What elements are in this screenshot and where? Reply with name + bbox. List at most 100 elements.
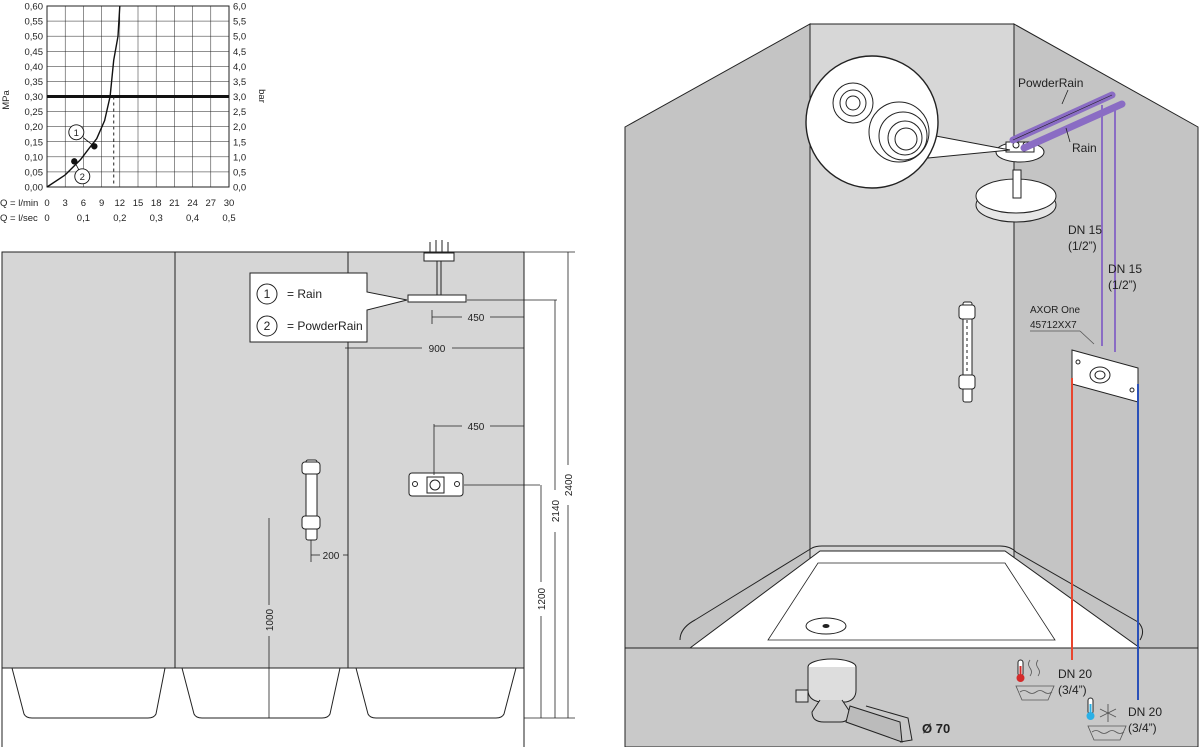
chart-y-ticks-bar: 6,0 5,5 5,0 4,5 4,0 3,5 3,0 2,5 2,0 1,5 1,0 0,5 0,0 bbox=[233, 2, 246, 194]
drain-diameter: Ø 70 bbox=[922, 721, 950, 736]
chart-y-tick-bar: 0,0 bbox=[233, 183, 246, 194]
wall-bar-iso bbox=[958, 301, 976, 403]
dim-2140: 2140 bbox=[551, 499, 562, 522]
chart-y-tick-bar: 1,0 bbox=[233, 152, 246, 163]
dim-1200: 1200 bbox=[537, 587, 548, 610]
left-wall bbox=[624, 23, 811, 649]
cold-water-icon bbox=[1086, 697, 1127, 741]
chart-y-tick-bar: 1,5 bbox=[233, 137, 246, 148]
pipe-label-rain: Rain bbox=[1072, 141, 1097, 155]
chart-x-label-lmin: Q = l/min bbox=[0, 198, 38, 209]
dim-900: 900 bbox=[429, 344, 446, 355]
chart-marker-leader bbox=[73, 161, 80, 171]
chart-x-tick-lsec: 0,4 bbox=[186, 213, 199, 224]
chart-y-tick-mpa: 0,60 bbox=[25, 2, 44, 13]
dn20-cold-inch: (3/4”) bbox=[1128, 721, 1157, 735]
chart-legend: 1 = Rain 2 = PowderRain bbox=[249, 272, 408, 343]
chart-y-tick-bar: 0,5 bbox=[233, 167, 246, 178]
hot-water-icon bbox=[1015, 659, 1055, 701]
legend-text-rain: = Rain bbox=[287, 287, 322, 301]
dn20-cold-label: DN 20 bbox=[1128, 705, 1162, 719]
chart-y-tick-bar: 5,0 bbox=[233, 32, 246, 43]
chart-y-ticks-mpa: 0,600,550,500,450,400,350,300,250,200,15… bbox=[25, 2, 44, 194]
chart-marker-circle bbox=[74, 168, 91, 185]
chart-y-tick-mpa: 0,20 bbox=[25, 122, 44, 133]
chart-y-tick-bar: 4,5 bbox=[233, 47, 246, 58]
chart-x-tick-lmin: 3 bbox=[63, 198, 68, 209]
drain-fitting bbox=[795, 658, 913, 743]
chart-y-tick-mpa: 0,35 bbox=[25, 77, 44, 88]
chart-y-label-mpa: MPa bbox=[1, 90, 12, 110]
chart-x-tick-lmin: 12 bbox=[115, 198, 126, 209]
chart-y-tick-bar: 4,0 bbox=[233, 62, 246, 73]
dn15-b-inch: (1/2”) bbox=[1108, 278, 1137, 292]
isometric-view: Ø 70 PowderRain Rain bbox=[624, 23, 1199, 747]
legend-num-1: 1 bbox=[264, 287, 271, 301]
chart-y-tick-mpa: 0,05 bbox=[25, 167, 44, 178]
chart-x-tick-lsec: 0,5 bbox=[222, 213, 235, 224]
legend-text-powderrain: = PowderRain bbox=[287, 319, 363, 333]
chart-y-tick-bar: 2,5 bbox=[233, 107, 246, 118]
dim-2400: 2400 bbox=[564, 473, 575, 496]
supply-pipes bbox=[1009, 91, 1126, 352]
chart-marker-circle bbox=[68, 124, 85, 141]
chart-y-tick-bar: 6,0 bbox=[233, 2, 246, 13]
chart-y-tick-bar: 2,0 bbox=[233, 122, 246, 133]
chart-y-tick-mpa: 0,00 bbox=[25, 183, 44, 194]
thermostat-mixer-elevation bbox=[408, 472, 464, 497]
chart-x-tick-lmin: 0 bbox=[44, 198, 49, 209]
chart-x-tick-lmin: 30 bbox=[224, 198, 235, 209]
bathtub-front bbox=[2, 667, 524, 719]
dn15-a-inch: (1/2”) bbox=[1068, 239, 1097, 253]
chart-y-tick-mpa: 0,25 bbox=[25, 107, 44, 118]
zoom-callout bbox=[805, 55, 1011, 189]
chart-x-tick-lmin: 15 bbox=[133, 198, 144, 209]
dim-450-mixer: 450 bbox=[468, 422, 485, 433]
chart-marker-label: 2 bbox=[80, 172, 85, 183]
wall-bar-elevation bbox=[301, 459, 321, 541]
bathtub-iso bbox=[679, 545, 1144, 649]
right-wall bbox=[1013, 23, 1199, 649]
chart-x-tick-lmin: 21 bbox=[169, 198, 180, 209]
dn20-hot-label: DN 20 bbox=[1058, 667, 1092, 681]
chart-x-tick-lsec: 0,2 bbox=[113, 213, 126, 224]
flow-pressure-chart: 0,600,550,500,450,400,350,300,250,200,15… bbox=[0, 2, 267, 225]
pipe-label-powderrain: PowderRain bbox=[1018, 76, 1083, 90]
tub-apron bbox=[624, 647, 1199, 747]
product-name: AXOR One bbox=[1030, 305, 1080, 316]
chart-x-tick-lsec: 0,3 bbox=[150, 213, 163, 224]
overhead-shower-iso bbox=[975, 141, 1057, 223]
chart-y-tick-mpa: 0,30 bbox=[25, 92, 44, 103]
chart-y-tick-mpa: 0,50 bbox=[25, 32, 44, 43]
hot-cold-pipes bbox=[1071, 378, 1139, 700]
front-elevation: 1 = Rain 2 = PowderRain bbox=[1, 240, 575, 747]
dim-1000: 1000 bbox=[265, 608, 276, 631]
thermostat-mixer-iso bbox=[1071, 349, 1139, 403]
dimension-lines bbox=[268, 251, 575, 719]
chart-y-tick-mpa: 0,10 bbox=[25, 152, 44, 163]
chart-grid bbox=[46, 5, 230, 188]
overhead-shower-elevation bbox=[407, 240, 467, 303]
chart-x-tick-lsec: 0,1 bbox=[77, 213, 90, 224]
chart-x-tick-lmin: 27 bbox=[206, 198, 217, 209]
dn15-a-label: DN 15 bbox=[1068, 223, 1102, 237]
chart-y-tick-bar: 3,5 bbox=[233, 77, 246, 88]
chart-marker-label: 1 bbox=[74, 128, 79, 139]
chart-y-tick-bar: 5,5 bbox=[233, 17, 246, 28]
chart-y-tick-mpa: 0,15 bbox=[25, 137, 44, 148]
chart-x-label-lsec: Q = l/sec bbox=[0, 213, 38, 224]
chart-series: 12 bbox=[46, 5, 121, 188]
chart-x-tick-lmin: 6 bbox=[81, 198, 86, 209]
dn15-b-label: DN 15 bbox=[1108, 262, 1142, 276]
dim-200: 200 bbox=[323, 551, 340, 562]
dn20-hot-inch: (3/4”) bbox=[1058, 683, 1087, 697]
legend-num-2: 2 bbox=[264, 319, 271, 333]
chart-y-tick-bar: 3,0 bbox=[233, 92, 246, 103]
chart-y-tick-mpa: 0,40 bbox=[25, 62, 44, 73]
chart-marker-leader bbox=[83, 137, 95, 147]
chart-y-tick-mpa: 0,45 bbox=[25, 47, 44, 58]
chart-y-label-bar: bar bbox=[256, 89, 267, 103]
dim-450-shower: 450 bbox=[468, 313, 485, 324]
